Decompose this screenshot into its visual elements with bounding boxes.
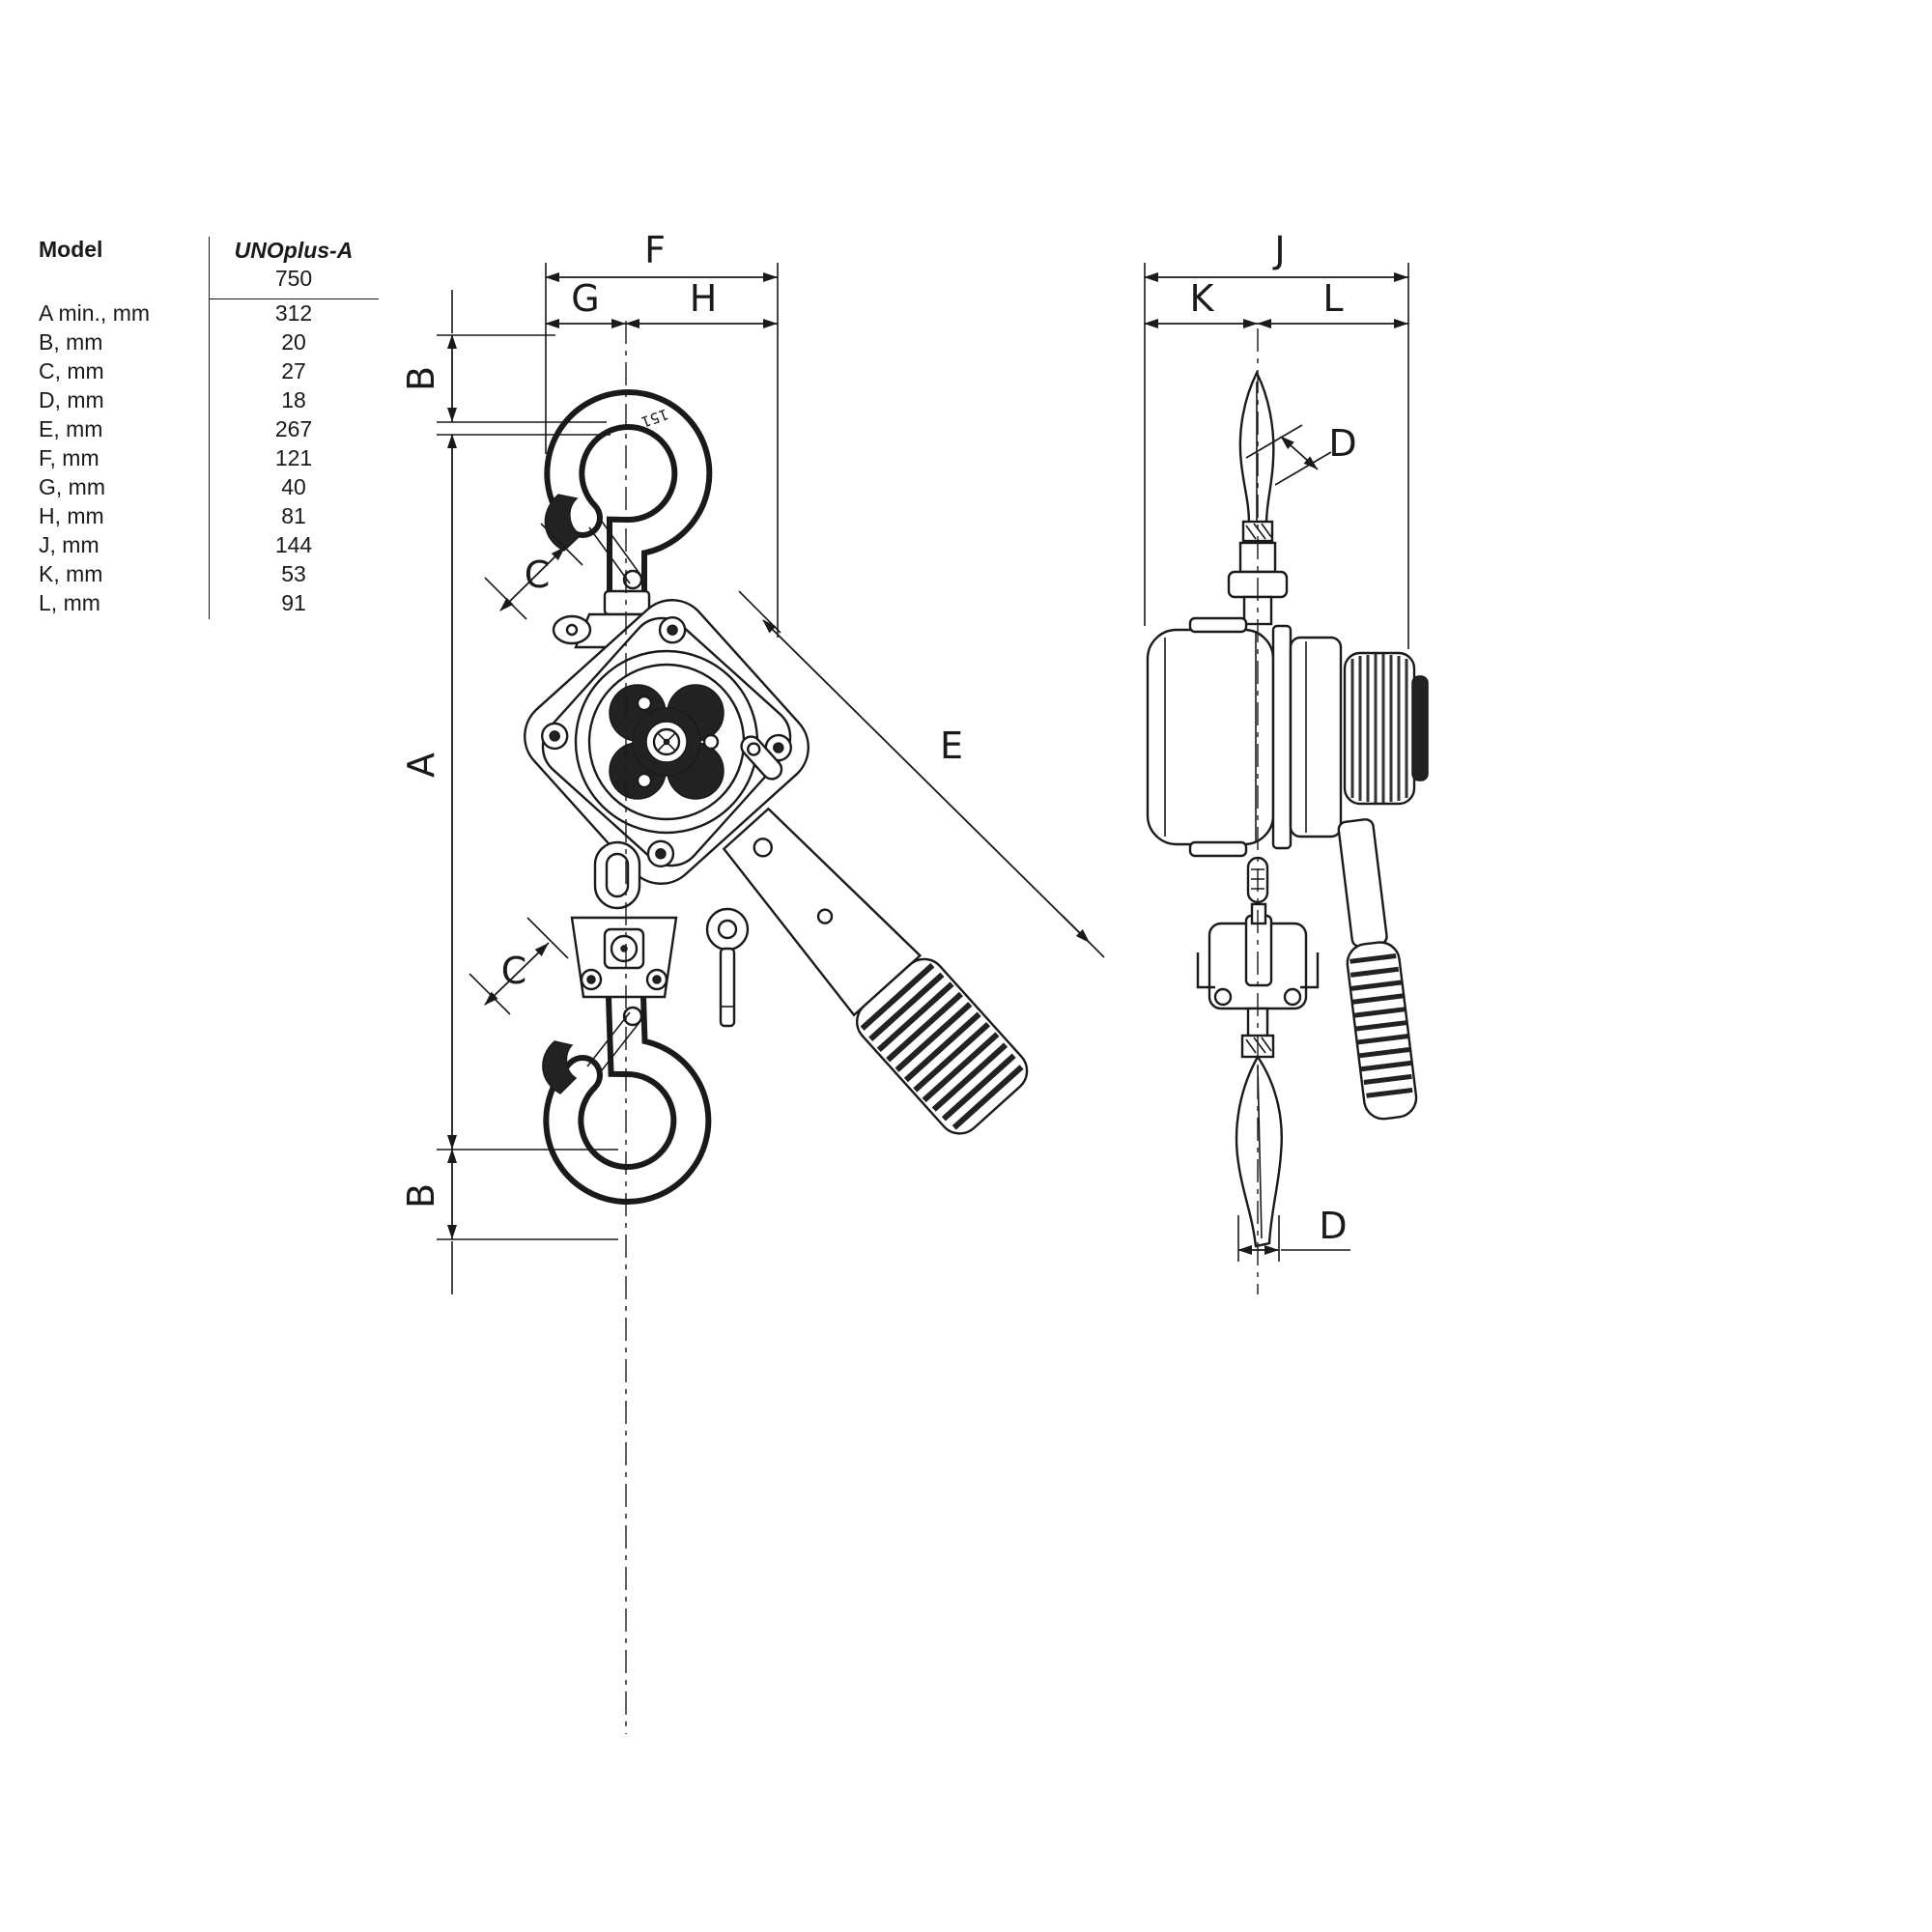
- dim-row-label: B, mm: [39, 328, 103, 355]
- dim-row-value: 121: [274, 444, 313, 470]
- table-row: E, mm 267: [39, 414, 379, 443]
- table-row: F, mm 121: [39, 443, 379, 472]
- table-row: C, mm 27: [39, 356, 379, 385]
- dim-row-label: D, mm: [39, 386, 104, 412]
- dim-row-label: G, mm: [39, 473, 105, 499]
- dim-H: H: [625, 277, 778, 328]
- dim-row-value: 53: [281, 560, 306, 586]
- table-row: H, mm 81: [39, 501, 379, 530]
- dim-row-label: H, mm: [39, 502, 104, 528]
- lever-handle: [722, 807, 1029, 1135]
- dim-row-label: L, mm: [39, 589, 100, 615]
- front-dimensions: F G H B: [400, 229, 1105, 1294]
- dim-F: F: [545, 229, 779, 638]
- dim-E: E: [738, 590, 1105, 958]
- dim-label-D-bottom: D: [1319, 1205, 1347, 1247]
- dim-row-label: E, mm: [39, 415, 103, 441]
- bottom-hook-block: [570, 916, 678, 999]
- side-bottom-hook: [1235, 1007, 1283, 1248]
- dim-label-F: F: [644, 229, 666, 271]
- table-row: D, mm 18: [39, 385, 379, 414]
- dimension-table: Model UNOplus-A 750 A min., mm 312 B, mm 2…: [39, 237, 379, 619]
- dim-B-top: B: [400, 290, 607, 423]
- table-header-model: Model: [39, 237, 103, 262]
- dim-D-bottom: D: [1237, 1205, 1350, 1262]
- dim-B-bottom: B: [400, 1149, 618, 1294]
- model-capacity: 750: [274, 265, 313, 291]
- table-row: B, mm 20: [39, 327, 379, 356]
- side-view: J K L D: [1144, 229, 1429, 1294]
- dim-row-value: 18: [281, 386, 306, 412]
- side-dimensions: J K L D: [1144, 229, 1409, 1262]
- front-view: 151: [400, 229, 1105, 1734]
- load-pin: [705, 907, 750, 1028]
- table-column-divider: [209, 237, 210, 619]
- chain-link: [593, 840, 641, 910]
- dim-row-value: 27: [281, 357, 306, 384]
- dim-label-E: E: [940, 724, 963, 767]
- dim-label-L: L: [1322, 277, 1343, 320]
- dim-K: K: [1144, 277, 1258, 328]
- side-bottom-block: [1196, 902, 1320, 1010]
- top-hook: 151: [544, 389, 713, 640]
- dim-row-value: 40: [281, 473, 306, 499]
- dim-C-top: C: [484, 523, 583, 620]
- dim-label-C-top: C: [525, 554, 551, 596]
- bottom-hook: [542, 977, 712, 1205]
- dim-label-J: J: [1272, 229, 1285, 271]
- table-header-value: UNOplus-A 750: [209, 237, 379, 298]
- model-name: UNOplus-A: [234, 238, 354, 263]
- dim-G: G: [545, 277, 626, 328]
- side-housing: [1146, 616, 1429, 858]
- dim-row-label: C, mm: [39, 357, 104, 384]
- side-lever: [1337, 818, 1418, 1121]
- dim-row-value: 144: [274, 531, 313, 557]
- dim-row-label: K, mm: [39, 560, 103, 586]
- dim-row-label: F, mm: [39, 444, 99, 470]
- bottom-hook-safety-latch: [542, 1040, 578, 1094]
- dim-label-B-bottom: B: [400, 1183, 442, 1208]
- side-handwheel: [1343, 651, 1429, 806]
- table-header-rule: [209, 298, 379, 299]
- dim-label-C-bottom: C: [501, 950, 527, 992]
- dim-row-value: 312: [274, 299, 313, 326]
- dim-label-A: A: [400, 753, 442, 778]
- dim-label-B-top: B: [400, 366, 442, 391]
- table-row: A min., mm 312: [39, 298, 379, 327]
- table-row: G, mm 40: [39, 472, 379, 501]
- dim-label-G: G: [571, 277, 599, 320]
- dim-row-value: 81: [281, 502, 306, 528]
- dim-row-value: 267: [274, 415, 313, 441]
- table-row: J, mm 144: [39, 530, 379, 559]
- dim-label-K: K: [1190, 277, 1215, 320]
- dim-row-label: A min., mm: [39, 299, 151, 326]
- dim-row-label: J, mm: [39, 531, 99, 557]
- dim-A: A: [400, 434, 611, 1150]
- table-row: K, mm 53: [39, 559, 379, 588]
- dim-label-H: H: [690, 277, 718, 320]
- dim-label-D-top: D: [1328, 422, 1356, 465]
- dim-L: L: [1257, 277, 1408, 328]
- dim-row-value: 91: [281, 589, 306, 615]
- table-row: L, mm 91: [39, 588, 379, 617]
- dim-row-value: 20: [281, 328, 306, 355]
- table-header-row: Model UNOplus-A 750: [39, 237, 379, 298]
- handwheel: [574, 649, 759, 835]
- dim-D-top: D: [1245, 422, 1357, 486]
- dim-C-bottom: C: [469, 917, 569, 1015]
